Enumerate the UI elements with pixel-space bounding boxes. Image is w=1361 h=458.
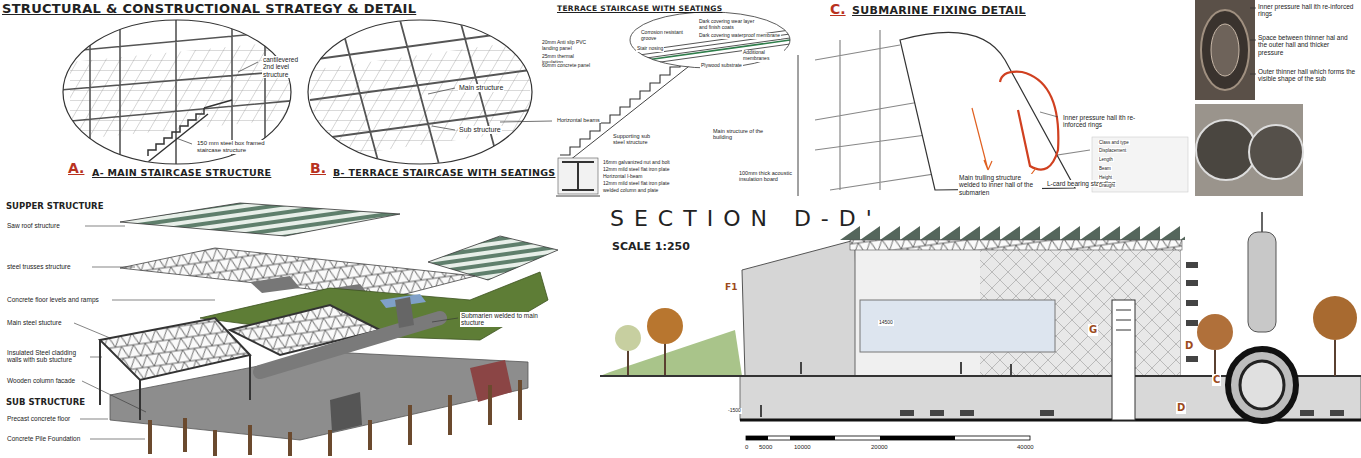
annotation-label: 12mm mild steel flat iron plate [602, 181, 670, 187]
annotation-label: 20000 [870, 444, 889, 451]
annotation-label: Plywood substrate [700, 63, 743, 69]
annotation-label: D [1176, 402, 1186, 414]
annotation-label: A- MAIN STAIRCASE STRUCTURE [92, 168, 271, 179]
annotation-label: Saw roof structure [6, 222, 61, 229]
board-title: STRUCTURAL & CONSTRUCTIONAL STRATEGY & D… [2, 2, 416, 17]
annotation-label: Precast concrete floor [6, 415, 71, 422]
annotation-label: Dark covering wear layer and finish coat… [698, 19, 758, 31]
annotation-label: Concrete Pile Foundation [6, 435, 81, 442]
annotation-label: SUB STRUCTURE [6, 398, 85, 408]
annotation-label: 14500 [878, 320, 894, 326]
annotation-label: B. [310, 160, 326, 176]
annotation-label: Inner pressure hall ith re-inforced ring… [1257, 3, 1357, 18]
annotation-label: Stair nosing [636, 46, 664, 52]
annotation-label: 12mm mild steel flat iron plate [602, 167, 670, 173]
annotation-label: TERRACE STAIRCASE WITH SEATINGS [557, 5, 722, 14]
annotation-label: 150 mm steel box framed staircase struct… [196, 140, 278, 154]
annotation-label: D [1184, 340, 1194, 352]
annotation-label: Insulated Steel cladding walls with sub … [6, 349, 88, 364]
annotation-label: Inner pressure hall ith re-inforced ring… [1062, 114, 1159, 129]
annotation-label: 40000 [1016, 444, 1035, 451]
annotation-label: Additional membranes [742, 50, 784, 62]
annotation-label: Sub structure [458, 126, 502, 134]
annotation-label: Height [1098, 175, 1113, 180]
annotation-label: C [1212, 374, 1221, 386]
annotation-label: Submarien welded to main stucture [460, 312, 547, 327]
annotation-label: 10000 [793, 444, 812, 451]
annotation-label: Concrete floor levels and ramps [6, 296, 100, 303]
annotation-label: cantilevered 2nd level structure [262, 56, 308, 78]
annotation-label: SUPPER STRUCTURE [6, 202, 103, 212]
annotation-label: SCALE 1:250 [612, 241, 690, 254]
annotation-label: Outer thinner hall which forms the visib… [1257, 68, 1357, 83]
annotation-label: -1500 [727, 408, 742, 414]
annotation-label: A. [68, 160, 84, 176]
annotation-label: 16mm galvanized nut and bolt [602, 160, 671, 166]
annotation-label: Dark covering waterproof membrane [698, 33, 781, 39]
annotation-label: 100mm thick acoustic insulation board [738, 170, 795, 183]
annotation-label: Main steel stucture [6, 319, 63, 326]
annotation-label: Corrosion resistant groove [640, 30, 687, 42]
annotation-label: Length [1098, 157, 1114, 162]
annotation-label: Main structure of the building [712, 128, 769, 141]
annotation-label: C. [830, 1, 846, 17]
annotation-label: 5000 [758, 444, 773, 451]
annotation-label: SUBMARINE FIXING DETAIL [852, 5, 1026, 18]
annotation-label: SECTION D-D' [610, 206, 882, 231]
annotation-label: Main trulling structure welded to inner … [958, 174, 1042, 196]
annotation-label: 60mm concrete panel [541, 63, 591, 69]
annotation-label: 0 [744, 444, 749, 451]
annotation-label: Beam [1098, 166, 1112, 171]
annotation-label: F1 [724, 282, 738, 292]
annotation-label: B- TERRACE STAIRCASE WITH SEATINGS [333, 168, 555, 179]
annotation-label: Horizontal beams [556, 117, 601, 123]
annotation-label: Draught [1098, 183, 1116, 188]
annotation-label: Displacement [1098, 148, 1127, 153]
annotation-label: steel trusses structure [6, 263, 72, 270]
annotation-label: Main structure [458, 84, 504, 92]
annotation-label: Class and type [1098, 140, 1130, 145]
annotation-label: welded column and plate [602, 188, 659, 194]
annotation-label: Space between thinner hal and the outer … [1257, 34, 1357, 56]
annotation-label: Horizontal I-beam [602, 174, 643, 180]
annotation-label: Wooden column facade [6, 377, 76, 384]
annotation-label: 20mm Anti slip PVC landing panel [541, 40, 593, 52]
annotation-label: Supporting sub steel structure [612, 133, 664, 146]
annotation-label: G [1088, 324, 1098, 336]
